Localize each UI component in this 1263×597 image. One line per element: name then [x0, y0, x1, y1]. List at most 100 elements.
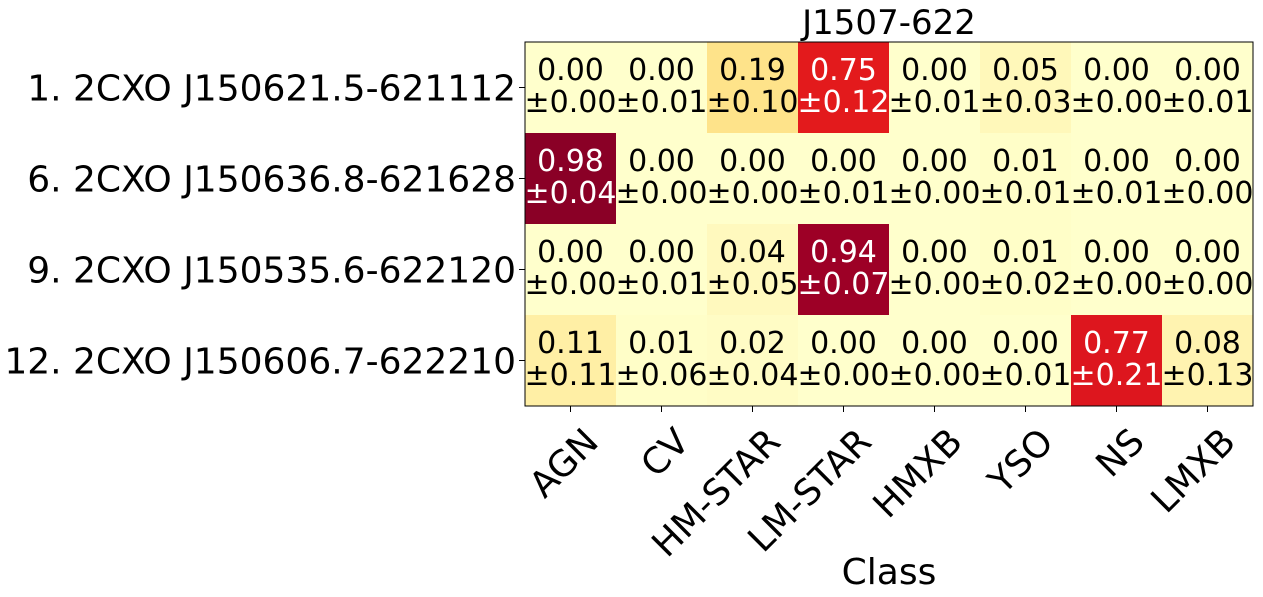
- heatmap-cell: [707, 42, 798, 133]
- cell-value-label: 0.00: [537, 235, 604, 270]
- cell-error-label: ±0.05: [707, 267, 799, 302]
- cell-value-label: 0.19: [719, 53, 786, 88]
- heatmap-cell: [798, 42, 889, 133]
- heatmap-cell: [1162, 224, 1253, 315]
- x-axis-label: Class: [842, 552, 937, 593]
- cell-error-label: ±0.00: [889, 267, 981, 302]
- heatmap-cell: [1071, 224, 1162, 315]
- cell-value-label: 0.00: [628, 53, 695, 88]
- cell-value-label: 0.01: [992, 144, 1059, 179]
- cell-value-label: 0.08: [1174, 326, 1241, 361]
- cell-error-label: ±0.01: [980, 176, 1072, 211]
- heatmap-cell: [616, 315, 707, 406]
- heatmap-cell: [980, 315, 1071, 406]
- heatmap-cell: [889, 224, 980, 315]
- heatmap-cell: [798, 315, 889, 406]
- cell-error-label: ±0.12: [798, 85, 890, 120]
- cell-error-label: ±0.00: [525, 85, 617, 120]
- cell-value-label: 0.75: [810, 53, 877, 88]
- cell-error-label: ±0.07: [798, 267, 890, 302]
- cell-value-label: 0.00: [810, 326, 877, 361]
- cell-error-label: ±0.13: [1162, 358, 1254, 393]
- cell-error-label: ±0.00: [1162, 267, 1254, 302]
- cell-error-label: ±0.01: [889, 85, 981, 120]
- heatmap-cell: [525, 224, 616, 315]
- heatmap-cell: [1071, 315, 1162, 406]
- cell-error-label: ±0.11: [525, 358, 617, 393]
- heatmap-cells: [525, 42, 1253, 406]
- cell-value-label: 0.00: [1083, 144, 1150, 179]
- cell-error-label: ±0.04: [707, 358, 799, 393]
- heatmap-cell: [1071, 42, 1162, 133]
- y-tick-label: 6. 2CXO J150636.8-621628: [27, 160, 516, 201]
- heatmap-cell: [889, 42, 980, 133]
- cell-error-label: ±0.00: [1071, 267, 1163, 302]
- cell-value-label: 0.11: [537, 326, 604, 361]
- cell-value-label: 0.00: [901, 144, 968, 179]
- cell-error-label: ±0.00: [1162, 176, 1254, 211]
- heatmap-cell: [707, 315, 798, 406]
- heatmap-cell: [798, 224, 889, 315]
- cell-value-label: 0.00: [1174, 53, 1241, 88]
- heatmap-cell: [980, 133, 1071, 224]
- cell-error-label: ±0.10: [707, 85, 799, 120]
- heatmap-cell: [616, 42, 707, 133]
- cell-error-label: ±0.01: [980, 358, 1072, 393]
- cell-value-label: 0.02: [719, 326, 786, 361]
- cell-value-label: 0.00: [628, 235, 695, 270]
- cell-value-label: 0.00: [810, 144, 877, 179]
- cell-value-label: 0.00: [1174, 144, 1241, 179]
- heatmap-cell: [1071, 133, 1162, 224]
- x-tick-label: LMXB: [1144, 421, 1244, 521]
- cell-error-label: ±0.03: [980, 85, 1072, 120]
- y-tick-label: 9. 2CXO J150535.6-622120: [27, 251, 516, 292]
- cell-value-label: 0.00: [628, 144, 695, 179]
- heatmap-cell: [980, 224, 1071, 315]
- cell-value-label: 0.00: [992, 326, 1059, 361]
- cell-error-label: ±0.00: [798, 358, 890, 393]
- y-tick-label: 12. 2CXO J150606.7-622210: [4, 342, 516, 383]
- cell-value-label: 0.05: [992, 53, 1059, 88]
- x-tick-label: AGN: [522, 421, 607, 506]
- cell-value-label: 0.04: [719, 235, 786, 270]
- cell-error-label: ±0.00: [707, 176, 799, 211]
- heatmap-cell: [525, 42, 616, 133]
- cell-value-label: 0.01: [628, 326, 695, 361]
- heatmap-cell: [1162, 42, 1253, 133]
- cell-value-label: 0.94: [810, 235, 877, 270]
- cell-error-label: ±0.00: [525, 267, 617, 302]
- heatmap-cell: [798, 133, 889, 224]
- cell-error-label: ±0.04: [525, 176, 617, 211]
- x-tick-label: HMXB: [866, 421, 971, 526]
- cell-value-label: 0.77: [1083, 326, 1150, 361]
- x-tick-label: YSO: [980, 421, 1061, 502]
- heatmap-cell: [889, 133, 980, 224]
- heatmap-cell: [1162, 315, 1253, 406]
- chart-title: J1507-622: [800, 3, 976, 43]
- heatmap-cell: [1162, 133, 1253, 224]
- cell-value-label: 0.98: [537, 144, 604, 179]
- cell-error-label: ±0.01: [616, 267, 708, 302]
- heatmap-cell-labels: 0.00±0.000.00±0.010.19±0.100.75±0.120.00…: [525, 53, 1254, 393]
- heatmap-cell: [980, 42, 1071, 133]
- cell-error-label: ±0.00: [889, 176, 981, 211]
- cell-error-label: ±0.21: [1071, 358, 1163, 393]
- x-tick-label: CV: [634, 421, 698, 485]
- cell-value-label: 0.01: [992, 235, 1059, 270]
- heatmap-cell: [525, 133, 616, 224]
- x-tick-label: NS: [1088, 421, 1152, 485]
- cell-error-label: ±0.00: [1071, 85, 1163, 120]
- cell-error-label: ±0.01: [1162, 85, 1254, 120]
- cell-error-label: ±0.01: [616, 85, 708, 120]
- cell-value-label: 0.00: [901, 235, 968, 270]
- cell-value-label: 0.00: [901, 326, 968, 361]
- cell-value-label: 0.00: [719, 144, 786, 179]
- heatmap-cell: [525, 315, 616, 406]
- cell-error-label: ±0.01: [1071, 176, 1163, 211]
- cell-error-label: ±0.00: [889, 358, 981, 393]
- plot-frame: [524, 41, 1254, 407]
- cell-value-label: 0.00: [1083, 235, 1150, 270]
- heatmap-cell: [616, 133, 707, 224]
